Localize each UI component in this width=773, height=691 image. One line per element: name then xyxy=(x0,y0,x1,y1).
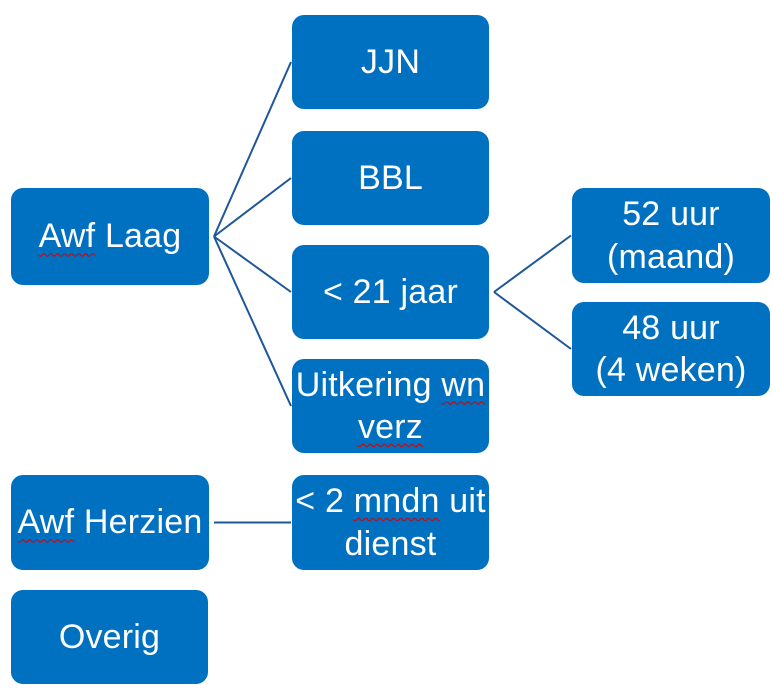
label-word: JJN xyxy=(360,42,421,81)
node-overig[interactable]: Overig xyxy=(11,590,208,684)
node-label-line: verz xyxy=(358,406,423,449)
node-52-uur-maand[interactable]: 52 uur(maand) xyxy=(572,188,770,283)
node-label-line: 48 uur xyxy=(622,307,720,350)
node-label-line: 52 uur xyxy=(622,193,720,236)
label-word: BBL xyxy=(358,158,423,197)
label-word: jaar xyxy=(400,272,459,311)
node-label-line: dienst xyxy=(345,523,437,566)
label-word: 2 xyxy=(324,482,345,520)
label-word: wn xyxy=(441,365,486,404)
node-label-line: Awf Laag xyxy=(39,215,182,258)
label-word: mndn xyxy=(353,482,440,520)
node-label-line: Overig xyxy=(59,616,160,659)
label-word: Awf xyxy=(38,217,96,256)
label-word: weken) xyxy=(635,351,747,389)
node-label-line: Uitkering wn xyxy=(296,364,486,407)
label-word: < xyxy=(322,272,344,311)
label-word: 21 xyxy=(352,272,391,311)
label-word: uur xyxy=(670,308,720,347)
node-48-uur-4-weken[interactable]: 48 uur(4 weken) xyxy=(572,302,770,396)
label-word: 48 xyxy=(622,308,661,347)
node-label-line: JJN xyxy=(361,41,420,84)
connector-awf-laag--lt-21-jaar[interactable] xyxy=(213,235,292,293)
label-word: 52 xyxy=(622,195,661,233)
label-word: uur xyxy=(670,195,720,233)
label-word: < xyxy=(295,482,316,520)
node-label-line: BBL xyxy=(358,157,423,200)
node-lt-21-jaar[interactable]: < 21 jaar xyxy=(292,245,489,339)
label-word: (4 xyxy=(595,351,627,389)
node-bbl[interactable]: BBL xyxy=(292,131,489,225)
label-word: Uitkering xyxy=(295,365,432,404)
node-awf-laag[interactable]: Awf Laag xyxy=(11,188,209,285)
label-word: verz xyxy=(357,408,424,446)
connector-awf-laag--bbl[interactable] xyxy=(213,177,292,238)
node-awf-herzien[interactable]: Awf Herzien xyxy=(11,475,209,570)
label-word: uit xyxy=(449,482,486,520)
connector-lt-21-jaar--52-uur-maand[interactable] xyxy=(493,234,572,293)
node-label-line: (maand) xyxy=(607,236,735,279)
connector-awf-laag--uitkering-wn-verz[interactable] xyxy=(213,236,292,407)
label-word: Herzien xyxy=(83,503,203,542)
node-label-line: < 2 mndn uit xyxy=(295,480,486,523)
connector-awf-laag--jjn[interactable] xyxy=(213,61,292,237)
connector-lt-21-jaar--48-uur-4-weken[interactable] xyxy=(493,291,572,350)
label-word: dienst xyxy=(344,524,437,563)
label-word: (maand) xyxy=(606,237,735,276)
label-word: Laag xyxy=(104,217,182,256)
node-label-line: (4 weken) xyxy=(595,349,746,392)
node-jjn[interactable]: JJN xyxy=(292,15,489,109)
node-label-line: < 21 jaar xyxy=(323,271,458,314)
label-word: Awf xyxy=(17,503,75,542)
label-word: Overig xyxy=(58,617,161,656)
node-label-line: Awf Herzien xyxy=(18,501,203,544)
